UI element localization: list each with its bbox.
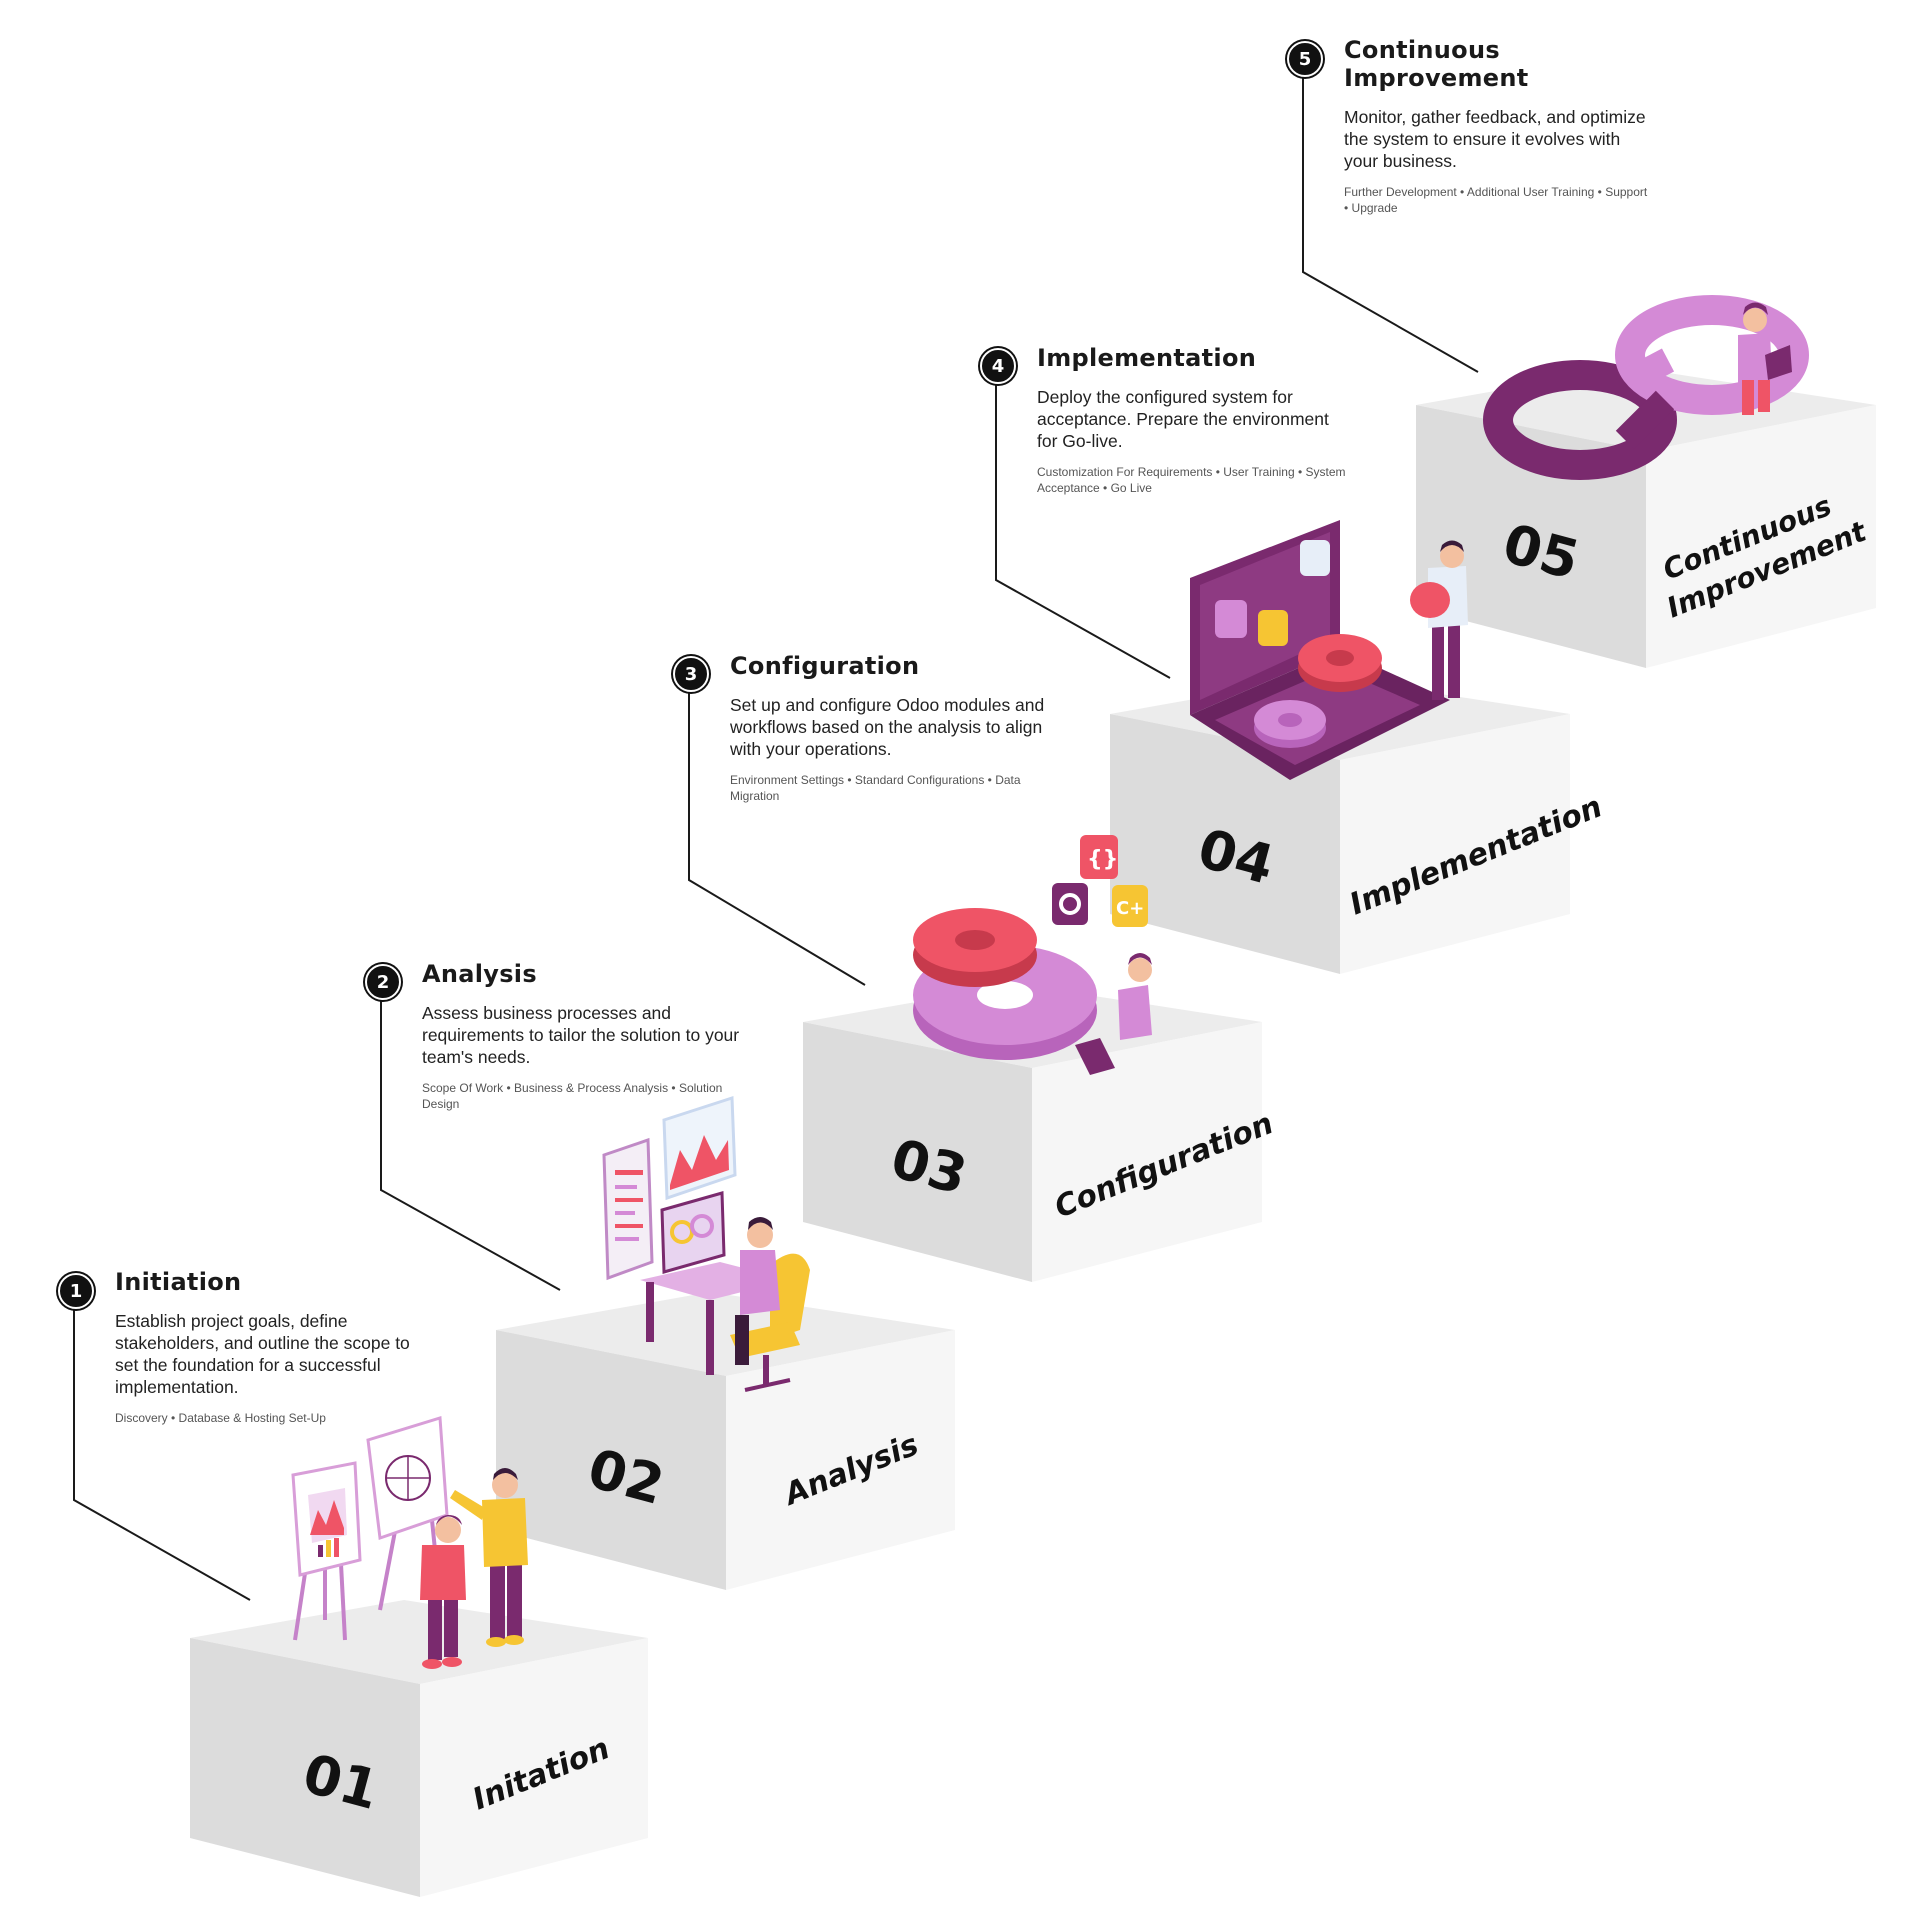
step-text-5: Continuous Improvement Monitor, gather f… [1344,36,1654,216]
monitor [660,1191,726,1274]
step-tags-5: Further Development • Additional User Tr… [1344,185,1648,215]
infinity-illustration [1483,295,1809,480]
person-woman-presenting [420,1515,466,1669]
step-badge-2: 2 [365,964,401,1000]
person-at-desk [735,1217,780,1365]
step-text-1: Initiation Establish project goals, defi… [115,1268,435,1426]
step-description-3: Set up and configure Odoo modules and wo… [730,695,1045,759]
step-tags-3: Environment Settings • Standard Configur… [730,773,1021,803]
step-tags-1: Discovery • Database & Hosting Set-Up [115,1411,326,1425]
connector-2 [380,980,561,1291]
svg-text:C+: C+ [1116,898,1144,919]
step-tags-2: Scope Of Work • Business & Process Analy… [422,1081,723,1111]
connector-4 [995,364,1171,679]
connector-lines [73,57,1479,1601]
laptop-gears-illustration [1190,520,1468,780]
step-description-4: Deploy the configured system for accepta… [1037,387,1329,451]
step-tags-4: Customization For Requirements • User Tr… [1037,465,1346,495]
phone-panel [602,1137,654,1281]
step-description-2: Assess business processes and requiremen… [422,1003,740,1067]
easel-right [366,1416,449,1611]
person-kneeling [1075,953,1152,1075]
step-badge-5: 5 [1287,41,1323,77]
step-text-3: Configuration Set up and configure Odoo … [730,652,1060,804]
step-title-4: Implementation [1037,344,1257,372]
step-title-2: Analysis [422,960,537,988]
person-holding-gear [1410,540,1468,700]
step-description-1: Establish project goals, define stakehol… [115,1311,410,1397]
connector-5 [1302,57,1479,373]
svg-text:{}: {} [1087,847,1118,872]
step-badge-3: 3 [673,656,709,692]
step-text-2: Analysis Assess business processes and r… [422,960,752,1112]
laptop-gear-red [1298,634,1382,692]
laptop-app-tiles [1215,540,1330,646]
chart-panel [662,1095,737,1201]
red-gear [913,908,1037,987]
code-icon-tiles: {} C+ [1052,835,1148,927]
connector-1 [73,1290,251,1601]
infinity-loop [1483,295,1809,480]
step-description-5: Monitor, gather feedback, and optimize t… [1344,107,1646,171]
person-man-pointing [450,1468,528,1647]
step-block-1: 01 Initation [190,1600,648,1897]
gears-illustration: {} C+ [913,835,1152,1075]
presentation-easel-illustration [291,1416,528,1669]
step-badge-4: 4 [980,348,1016,384]
step-title-5: Continuous Improvement [1344,36,1529,92]
step-title-1: Initiation [115,1268,242,1296]
person-with-laptop [1738,302,1792,415]
connector-3 [688,672,866,986]
step-title-3: Configuration [730,652,920,680]
step-text-4: Implementation Deploy the configured sys… [1037,344,1347,496]
step-badge-1: 1 [58,1273,94,1309]
step-block-2: 02 Analysis [496,1292,955,1590]
easel-left [291,1461,362,1641]
desk-analytics-illustration [602,1095,810,1392]
laptop-gear-purple [1254,700,1326,748]
